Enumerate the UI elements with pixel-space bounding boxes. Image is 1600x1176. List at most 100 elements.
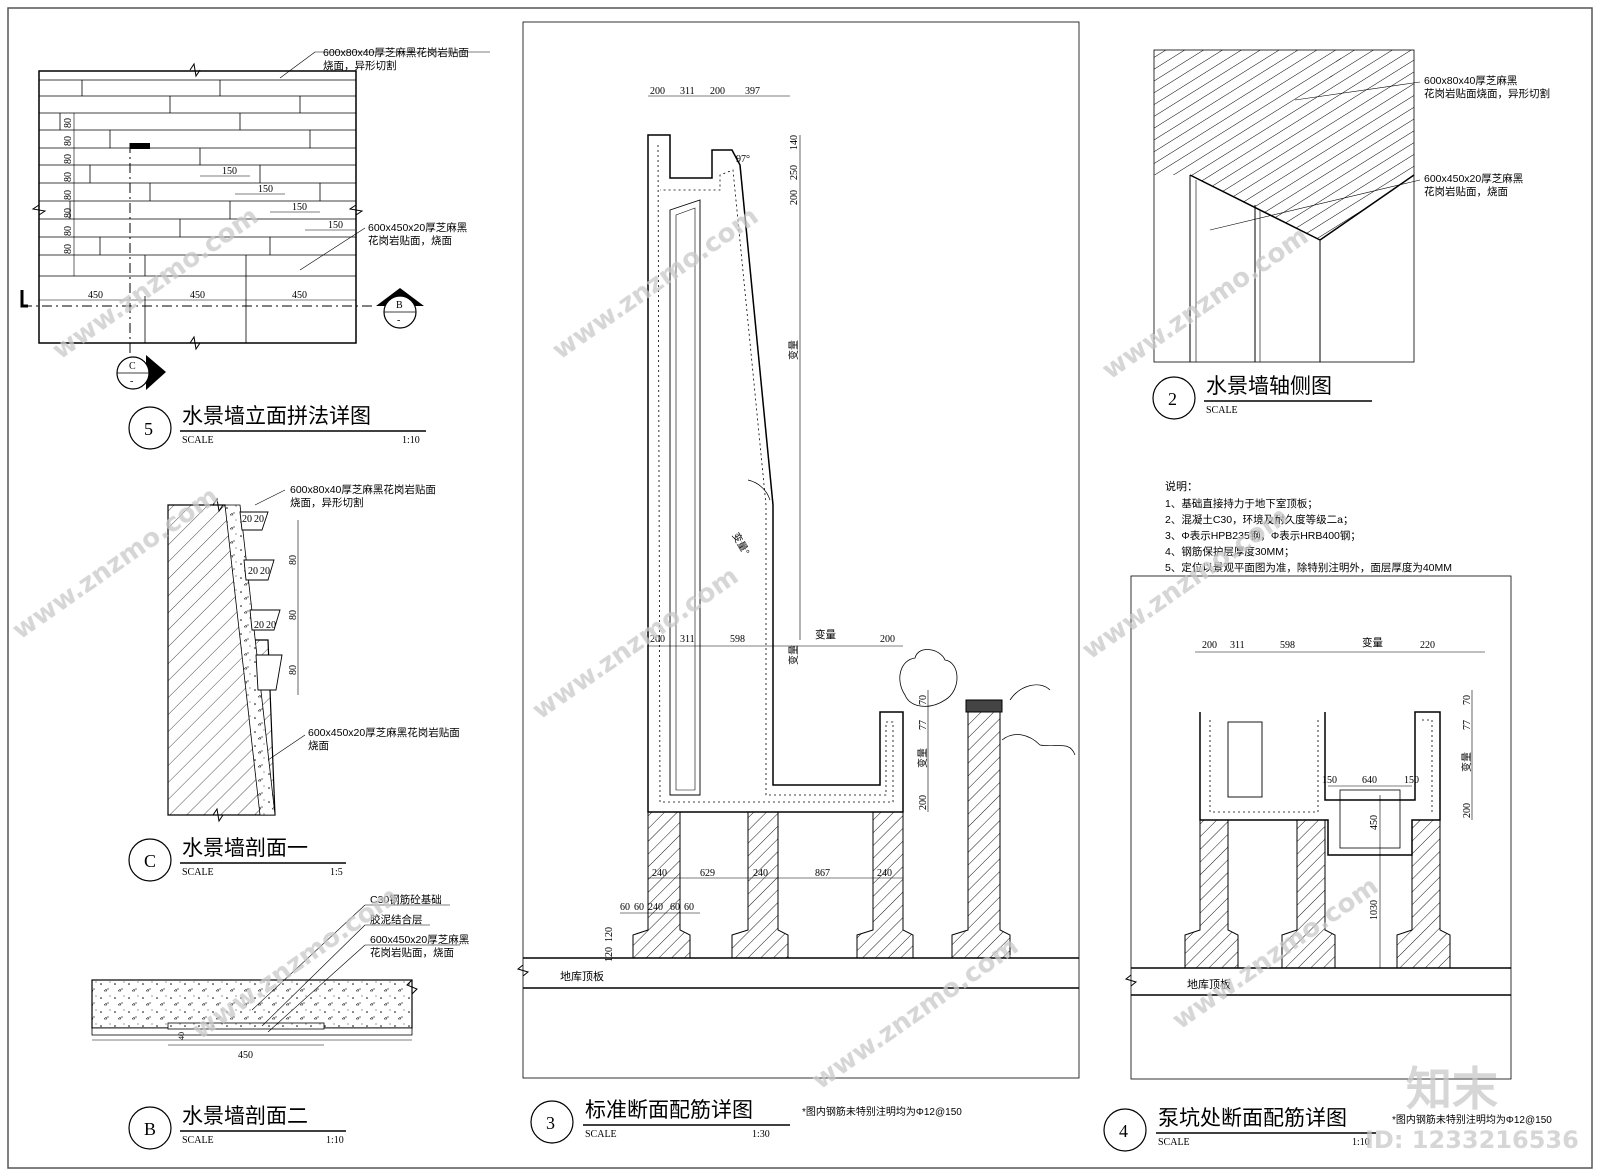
d2-number: 2: [1168, 389, 1177, 409]
d3-base-dim-3: 867: [815, 868, 830, 879]
d5-title: 水景墙立面拼法详图: [182, 405, 371, 428]
dim-v-3: 80: [63, 172, 74, 182]
watermark-url-8: www.znzmo.com: [807, 931, 1024, 1096]
d3-mid-dim-2: 598: [730, 634, 745, 645]
section-marker-b: B -: [376, 288, 424, 329]
dB-note-0: C30钢筋砼基础: [370, 893, 442, 906]
dim-bottom-0: 450: [88, 290, 103, 301]
d4-top-dim-4: 220: [1420, 640, 1435, 651]
d3-scale: 1:30: [752, 1129, 770, 1140]
d3-foot-dim-2: 240: [648, 902, 663, 913]
d3-right-dim-2: 200: [789, 190, 800, 205]
d3-foot-dim-3: 60: [670, 902, 680, 913]
d3-foot-dim-1: 60: [634, 902, 644, 913]
d3-pool-dim-3: 200: [918, 795, 929, 810]
dC-dim-s-3: 20: [260, 566, 270, 577]
d3-top-dim-1: 311: [680, 86, 695, 97]
dim-bottom-1: 450: [190, 290, 205, 301]
d5-note-mid-2: 花岗岩贴面，烧面: [368, 234, 452, 247]
dB-number: B: [144, 1119, 156, 1139]
d4-pit-dim-2: 150: [1404, 775, 1419, 786]
d2-note-a-1: 600x80x40厚芝麻黑: [1424, 74, 1517, 87]
d3-var-angle: 变量°: [729, 530, 752, 557]
d5-note-top-2: 烧面，异形切割: [323, 59, 397, 72]
dB-scale: 1:10: [326, 1135, 344, 1146]
drawing-b-section: 450 40 C30钢筋砼基础 胶泥结合层 600x450x20厚芝麻黑 花岗岩…: [91, 893, 469, 1150]
dC-dim-s-0: 20: [242, 514, 252, 525]
d4-footnote: *图内钢筋未特别注明均为Φ12@150: [1392, 1113, 1552, 1126]
dC-note-top-1: 600x80x40厚芝麻黑花岗岩贴面: [290, 483, 436, 496]
d3-base-dim-2: 240: [753, 868, 768, 879]
dC-note-bottom-1: 600x450x20厚芝麻黑花岗岩贴面: [308, 726, 460, 739]
dC-dim-v-2: 80: [288, 665, 299, 675]
d3-left-dim-0: 120: [604, 927, 615, 942]
watermark-url-3: www.znzmo.com: [1097, 221, 1314, 386]
drawing-5-elevation: 80 80 80 80 80 80 80 80 150 150 150 150 …: [20, 46, 490, 450]
dB-dim-small: 40: [177, 1032, 186, 1040]
dim-offset-2: 150: [292, 202, 307, 213]
d3-foot-dim-4: 60: [684, 902, 694, 913]
d4-scale: 1:10: [1352, 1137, 1370, 1148]
d4-number: 4: [1119, 1121, 1128, 1141]
sheet-frame: [7, 7, 1593, 1169]
d3-var-v: 变量: [787, 340, 800, 360]
dC-scale: 1:5: [330, 867, 343, 878]
d3-pool-dim-0: 70: [918, 695, 929, 705]
note-item-0: 1、基础直接持力于地下室顶板；: [1165, 497, 1318, 510]
dC-dim-s-1: 20: [254, 514, 264, 525]
dC-dim-s-5: 20: [266, 620, 276, 631]
d3-right-dim-0: 140: [789, 135, 800, 150]
section-b-dash: -: [397, 315, 400, 326]
d5-note-mid-1: 600x450x20厚芝麻黑: [368, 221, 467, 234]
d3-right-dim-1: 250: [789, 165, 800, 180]
drawing-2-axonometric: 600x80x40厚芝麻黑 花岗岩贴面烧面，异形切割 600x450x20厚芝麻…: [1152, 49, 1550, 420]
drawing-c-section: 80 80 80 20 20 20 20 20 20 600x80x40厚芝麻黑…: [128, 483, 460, 882]
dC-number: C: [144, 851, 156, 871]
dim-offset-0: 150: [222, 166, 237, 177]
dC-title: 水景墙剖面一: [182, 837, 308, 860]
d3-top-dim-2: 200: [710, 86, 725, 97]
d2-note-a-2: 花岗岩贴面烧面，异形切割: [1424, 87, 1550, 100]
dB-note-1: 胶泥结合层: [370, 913, 423, 926]
watermark-url-1: www.znzmo.com: [47, 201, 264, 366]
d3-footnote: *图内钢筋未特别注明均为Φ12@150: [802, 1105, 962, 1118]
section-c-label: C: [129, 361, 136, 372]
note-item-3: 4、钢筋保护层厚度30MM；: [1165, 545, 1295, 558]
d4-scale-label: SCALE: [1158, 1137, 1190, 1148]
dB-note-3: 花岗岩贴面，烧面: [370, 946, 454, 959]
d4-top-dim-3: 变量: [1362, 636, 1384, 649]
dim-bottom-2: 450: [292, 290, 307, 301]
d4-right-dim-0: 70: [1462, 695, 1473, 705]
d3-number: 3: [546, 1113, 555, 1133]
d3-pool-dim-1: 77: [918, 720, 929, 730]
d3-base-dim-4: 240: [877, 868, 892, 879]
dim-v-7: 80: [63, 244, 74, 254]
dC-note-top-2: 烧面，异形切割: [290, 496, 364, 509]
dim-v-1: 80: [63, 136, 74, 146]
dC-note-bottom-2: 烧面: [308, 739, 329, 752]
d2-scale-label: SCALE: [1206, 405, 1238, 416]
section-marker-c: C -: [116, 355, 166, 390]
d3-left-dim-1: 120: [604, 947, 615, 962]
d3-base-dim-0: 240: [652, 868, 667, 879]
d3-angle: 97°: [736, 154, 750, 165]
drawing-3-section: 200 311 200 397 97° 变量° 140 250 200 变量 2…: [516, 21, 1080, 1144]
d3-pool-dim-2: 变量: [916, 748, 929, 768]
d4-height: 1030: [1369, 900, 1380, 920]
dC-dim-s-4: 20: [254, 620, 264, 631]
d3-var-v2: 变量: [787, 645, 800, 665]
d4-top-dim-2: 598: [1280, 640, 1295, 651]
d5-number: 5: [144, 419, 153, 439]
d4-pit-dim-1: 640: [1362, 775, 1377, 786]
notes-heading: 说明：: [1165, 479, 1198, 493]
d4-title: 泵坑处断面配筋详图: [1158, 1107, 1347, 1130]
note-item-2: 3、Φ表示HPB235钢，Φ表示HRB400钢；: [1165, 529, 1361, 542]
d3-mid-dim-0: 200: [650, 634, 665, 645]
dim-offset-3: 150: [328, 220, 343, 231]
dim-v-5: 80: [63, 208, 74, 218]
d4-ground: 地库顶板: [1187, 977, 1231, 991]
d3-top-dim-0: 200: [650, 86, 665, 97]
d2-note-b-1: 600x450x20厚芝麻黑: [1424, 172, 1523, 185]
d4-right-dim-1: 77: [1462, 720, 1473, 730]
